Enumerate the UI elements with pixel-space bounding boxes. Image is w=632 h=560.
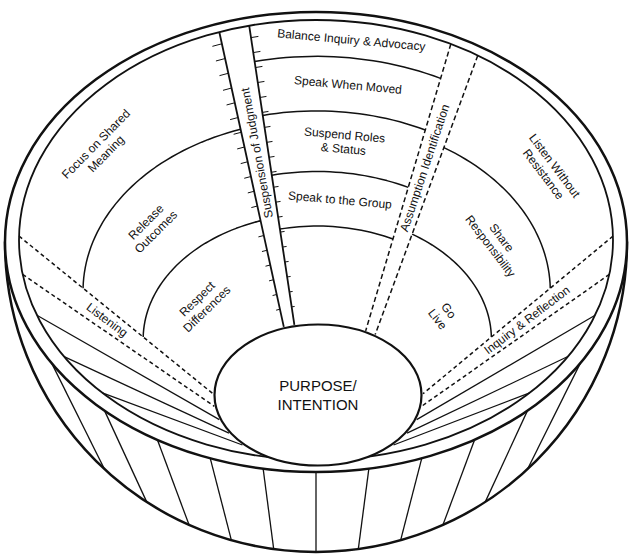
ruler-tick [230, 118, 238, 120]
segment-label: Suspension of Judgment [238, 87, 276, 219]
segment-label: Go Live [422, 293, 465, 337]
segment-label: Release Outcomes [119, 195, 183, 259]
bowl-segment: Release Outcomes [119, 195, 183, 259]
row-line [412, 234, 491, 337]
segment-label: Share Responsibility [457, 197, 535, 287]
bowl-rib [443, 440, 475, 525]
ruler-tick [267, 141, 273, 143]
ruler-tick [216, 59, 225, 61]
band: Assumption Identification [397, 103, 452, 234]
ruler-tick [256, 66, 263, 67]
segment-label: Inquiry & Reflection [481, 283, 572, 357]
ruler-tick [219, 73, 228, 75]
ruler-tick [234, 132, 242, 134]
band: Inquiry & Reflection [481, 283, 572, 357]
row-line [272, 172, 408, 188]
ruler-tick [273, 294, 277, 295]
ruler-tick [258, 235, 263, 236]
ruler-tick [285, 261, 289, 263]
ruler-tick [276, 309, 280, 311]
center-label: PURPOSE/ INTENTION [268, 376, 368, 414]
listening-band-edge [23, 274, 215, 406]
ellipse-outline [213, 323, 423, 467]
ruler-tick [241, 162, 248, 164]
segment-label: Focus on Shared Meaning [56, 104, 146, 195]
segment-label: Speak to the Group [287, 188, 392, 211]
ruler-tick [292, 306, 295, 307]
inquiry-band-edge [422, 274, 610, 406]
bowl-rib [401, 458, 422, 540]
ruler-tick [269, 280, 273, 281]
bowl-segment: Suspend Roles & Status [298, 124, 390, 160]
segment-label: Listening [83, 300, 130, 340]
ruler-tick [223, 88, 232, 90]
segment-label: Respect Differences [166, 269, 237, 339]
bowl-segment: Listen Without Resistance [508, 121, 590, 218]
row-line [280, 226, 393, 239]
bowl-slat [407, 357, 568, 434]
bowl-segment: Respect Differences [166, 269, 237, 339]
ruler-tick [289, 291, 292, 292]
row-line [255, 56, 441, 78]
ellipse-outline [215, 325, 422, 466]
ruler-tick [248, 191, 254, 193]
ruler-tick [283, 246, 287, 248]
ruler-tick [260, 96, 266, 97]
ruler-tick [265, 126, 271, 128]
segment-label: Assumption Identification [397, 103, 452, 234]
bowl-slat [64, 357, 229, 434]
ruler-tick [271, 171, 276, 173]
ruler-tick [280, 231, 284, 233]
bowl-rib [315, 472, 316, 552]
bowl-rib [210, 458, 231, 540]
bowl-segment: Go Live [422, 293, 465, 337]
ruler-tick [274, 186, 279, 188]
ruler-tick [251, 206, 257, 208]
purpose-ellipse: PURPOSE/ INTENTION [213, 323, 423, 467]
ruler-tick [278, 216, 282, 218]
bowl-rib [358, 469, 369, 549]
ruler-tick [269, 156, 274, 158]
bowl-segment: Speak When Moved [293, 73, 402, 97]
segment-label: Speak When Moved [293, 73, 402, 97]
ruler-tick [227, 103, 235, 105]
segment-label: Balance Inquiry & Advocacy [276, 26, 425, 53]
ruler-tick [244, 177, 251, 179]
bowl-inner-rim [19, 20, 613, 460]
ruler-tick [237, 147, 244, 149]
ruler-tick [253, 51, 260, 52]
judgment-band-edge [219, 32, 284, 327]
ruler-tick [258, 81, 265, 82]
band: Listening [83, 300, 130, 340]
assumption-band-edge [375, 55, 478, 334]
ruler-tick [262, 111, 268, 113]
bowl-segment: Speak to the Group [287, 188, 392, 211]
ruler-tick [287, 276, 290, 278]
ruler-tick [266, 265, 271, 266]
bowl-rim [5, 12, 627, 472]
band: Suspension of Judgment [238, 87, 276, 219]
bowl-rib [157, 440, 189, 525]
segment-label: Listen Without Resistance [508, 121, 590, 218]
ruler-tick [262, 250, 267, 251]
ruler-tick [276, 201, 281, 203]
bowl-segment: Balance Inquiry & Advocacy [276, 26, 425, 53]
bowl-segment: Focus on Shared Meaning [56, 104, 146, 195]
bowl-rib [263, 469, 274, 549]
ruler-tick [212, 44, 221, 47]
bowl-segment: Share Responsibility [457, 197, 535, 287]
ruler-tick [251, 36, 258, 37]
segment-label: Suspend Roles & Status [298, 124, 390, 160]
